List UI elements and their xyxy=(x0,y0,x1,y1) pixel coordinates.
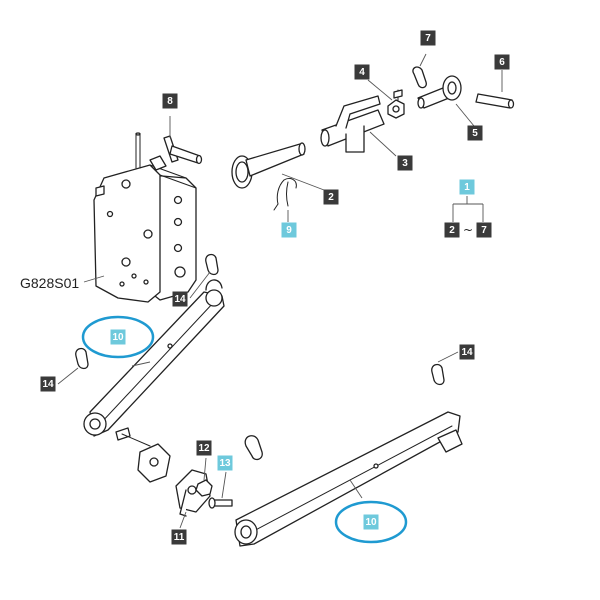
callout-box xyxy=(323,189,339,205)
callout-box xyxy=(476,222,492,238)
callout-p11: 11 xyxy=(171,529,187,545)
callout-number: 2 xyxy=(328,192,334,203)
clip-14-left xyxy=(57,347,89,385)
callout-number: 6 xyxy=(499,57,505,68)
callout-box xyxy=(444,222,460,238)
callout-number: 14 xyxy=(42,379,54,390)
pin-5 xyxy=(417,75,475,127)
callout-p13: 13 xyxy=(217,455,233,471)
bolt-13 xyxy=(208,471,233,509)
callout-number: 11 xyxy=(174,532,185,543)
callout-number: 7 xyxy=(425,33,431,44)
diagram-code: G828S01 xyxy=(20,275,79,291)
callout-p10b: 10 xyxy=(363,514,379,530)
range-separator: ~ xyxy=(463,223,473,237)
callout-box xyxy=(281,222,297,238)
flange-bolt-left xyxy=(115,427,171,483)
callout-number: 5 xyxy=(472,128,478,139)
callout-p12: 12 xyxy=(196,440,212,456)
callout-number: 3 xyxy=(402,158,408,169)
callout-p9: 9 xyxy=(281,222,297,238)
callout-box xyxy=(217,455,233,471)
clip-center xyxy=(244,435,263,461)
flange-11 xyxy=(175,469,211,529)
callout-p8: 8 xyxy=(162,93,178,109)
callout-box xyxy=(467,125,483,141)
hitch-bracket xyxy=(93,132,197,303)
callout-p3: 3 xyxy=(397,155,413,171)
callout-box xyxy=(110,329,126,345)
callout-p14b: 14 xyxy=(40,376,56,392)
callout-number: 9 xyxy=(286,225,292,236)
callout-number: 13 xyxy=(219,458,231,469)
callout-number: 1 xyxy=(464,182,470,193)
callout-p4: 4 xyxy=(354,64,370,80)
callout-box xyxy=(363,514,379,530)
callout-p6: 6 xyxy=(494,54,510,70)
callout-number: 10 xyxy=(365,517,377,528)
pin-6 xyxy=(475,70,515,109)
lower-link-left xyxy=(83,279,225,437)
clip-7 xyxy=(412,53,427,89)
callout-box xyxy=(354,64,370,80)
pin-2 xyxy=(231,142,325,191)
stand-3 xyxy=(320,95,397,157)
highlight-circle-right xyxy=(334,500,408,544)
callout-box xyxy=(172,291,188,307)
callout-number: 2 xyxy=(449,225,455,236)
callout-number: 4 xyxy=(359,67,365,78)
callout-box xyxy=(171,529,187,545)
callout-range_from: 2 xyxy=(444,222,460,238)
callout-p1: 1 xyxy=(459,179,475,195)
callout-box xyxy=(494,54,510,70)
callout-number: 12 xyxy=(198,443,210,454)
callout-box xyxy=(459,179,475,195)
callout-p5: 5 xyxy=(467,125,483,141)
callout-p14c: 14 xyxy=(459,344,475,360)
callout-box xyxy=(196,440,212,456)
callout-p10a: 10 xyxy=(110,329,126,345)
callout-number: 14 xyxy=(461,347,473,358)
callout-p7: 7 xyxy=(420,30,436,46)
pin-8 xyxy=(163,116,203,165)
callout-box xyxy=(397,155,413,171)
callout-box xyxy=(162,93,178,109)
nut-12 xyxy=(195,457,213,497)
nut-4 xyxy=(367,79,405,119)
spring-clip-9 xyxy=(273,177,297,222)
callout-range_to: 7 xyxy=(476,222,492,238)
callout-number: 8 xyxy=(167,96,173,107)
callout-number: 7 xyxy=(481,225,487,236)
callout-p14a: 14 xyxy=(172,291,188,307)
highlight-circle-left xyxy=(81,315,155,359)
range-bracket xyxy=(452,196,484,222)
callout-number: 10 xyxy=(112,332,124,343)
callout-p2: 2 xyxy=(323,189,339,205)
callout-number: 14 xyxy=(174,294,186,305)
lower-link-right xyxy=(234,411,463,547)
callout-box xyxy=(40,376,56,392)
clip-14-right xyxy=(431,351,459,386)
callout-box xyxy=(459,344,475,360)
callout-box xyxy=(420,30,436,46)
clip-14-top xyxy=(189,253,219,299)
